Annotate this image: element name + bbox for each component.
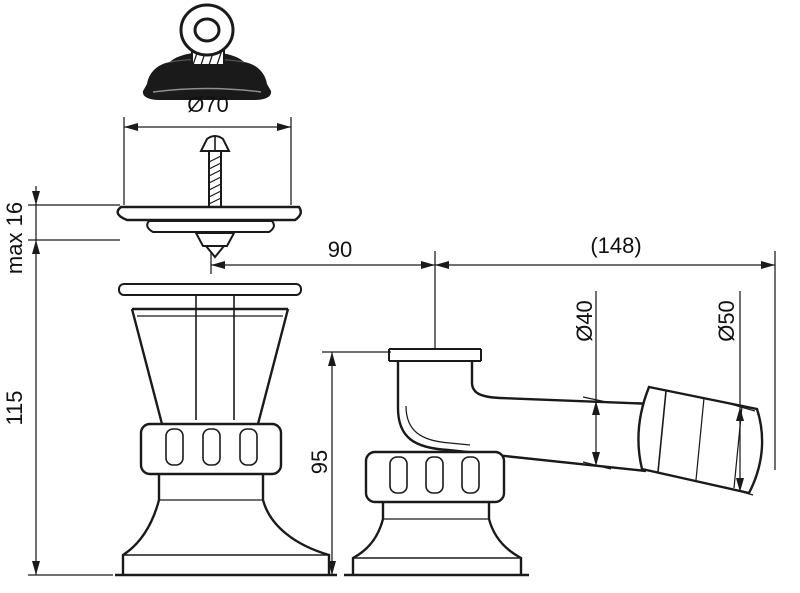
- dimension-pipe-diameter: Ø40: [572, 291, 612, 470]
- dimension-horizontal: 90 (148): [210, 233, 776, 470]
- outlet-sleeve: [637, 385, 764, 495]
- dim-label-pipe-diameter: Ø40: [572, 300, 597, 342]
- dim-label-plug-diameter: Ø70: [187, 92, 229, 117]
- dim-label-sleeve-diameter: Ø50: [714, 300, 739, 342]
- dim-label-outlet-height: 95: [307, 450, 332, 474]
- fixing-screw: [199, 135, 231, 208]
- dim-label-center-distance: 90: [328, 237, 352, 262]
- siphon-elbow: [388, 348, 655, 473]
- dimension-outlet-height: 95: [307, 351, 391, 575]
- drain-locknut: [139, 422, 283, 476]
- strainer-flange: [116, 205, 302, 259]
- dim-label-outlet-length: (148): [590, 233, 641, 258]
- dim-label-max-thickness: max 16: [2, 202, 27, 274]
- dimension-plug-diameter: Ø70: [123, 92, 292, 205]
- sink-washer: [118, 283, 302, 296]
- dimension-sleeve-diameter: Ø50: [714, 291, 756, 496]
- dimension-left-heights: max 16 115: [2, 186, 120, 576]
- plug-lifting-ring: [179, 3, 235, 57]
- drain-cone: [130, 296, 290, 425]
- drain-bell: [115, 474, 337, 577]
- siphon-bell: [344, 502, 529, 577]
- siphon-locknut: [364, 450, 506, 504]
- dim-label-total-height: 115: [2, 390, 27, 425]
